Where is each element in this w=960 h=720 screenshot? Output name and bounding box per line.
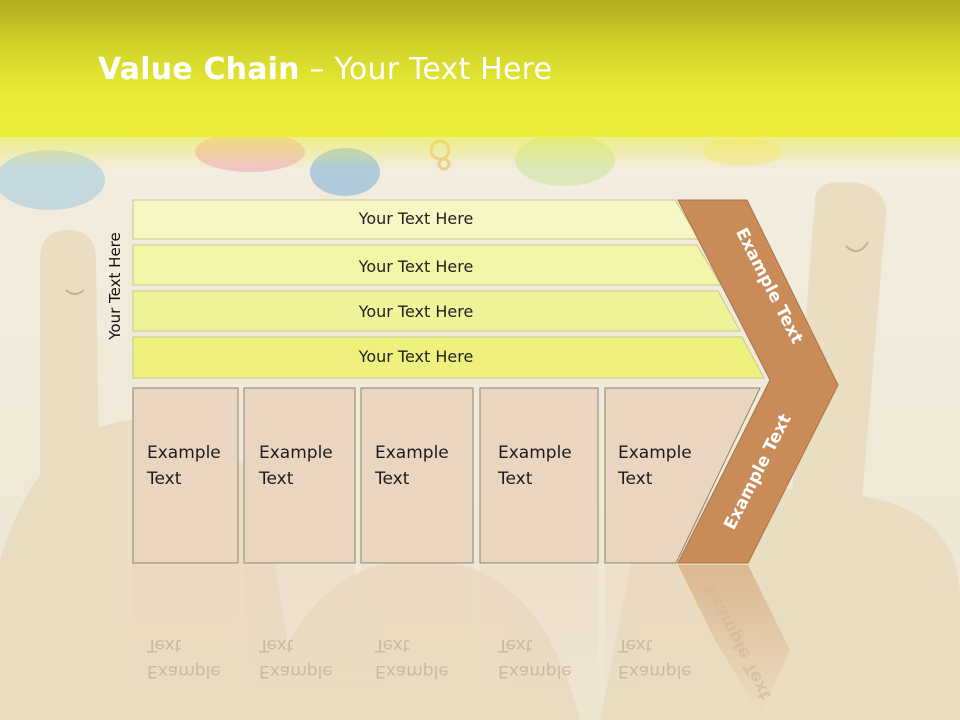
- activity-box-1-label: Example Text: [147, 443, 221, 489]
- value-bar-2-label: Your Text Here: [358, 257, 474, 276]
- title-bar: [0, 0, 960, 137]
- activity-box-4-label: Example Text: [498, 443, 572, 489]
- slide-title: Value Chain – Your Text Here: [98, 52, 552, 96]
- activity-box-2-reflection: Example Text: [259, 635, 333, 681]
- activity-box-2-label: Example Text: [259, 443, 333, 489]
- activity-box-4-reflection: Example Text: [498, 635, 572, 681]
- value-bar-4-label: Your Text Here: [358, 347, 474, 366]
- activity-box-2: [243, 387, 356, 564]
- activity-box-5-reflection: Example Text: [618, 635, 692, 681]
- activity-box-5: [604, 387, 761, 564]
- value-bar-3: [132, 290, 741, 332]
- activity-box-3-label: Example Text: [375, 443, 449, 489]
- activity-box-4: [479, 387, 599, 564]
- title-bar-fade: [0, 137, 960, 169]
- value-bar-1-label: Your Text Here: [358, 209, 474, 228]
- value-bar-3-label: Your Text Here: [358, 302, 474, 321]
- margin-chevron: [677, 199, 839, 564]
- activity-box-3: [360, 387, 474, 564]
- activity-box-1: [132, 387, 239, 564]
- activity-box-1-reflection: Example Text: [147, 635, 221, 681]
- activity-box-5-label: Example Text: [618, 443, 692, 489]
- slide-title-bold: Value Chain: [98, 52, 300, 87]
- value-bar-4: [132, 336, 765, 379]
- activity-box-3-reflection: Example Text: [375, 635, 449, 681]
- slide-title-rest: – Your Text Here: [299, 52, 553, 87]
